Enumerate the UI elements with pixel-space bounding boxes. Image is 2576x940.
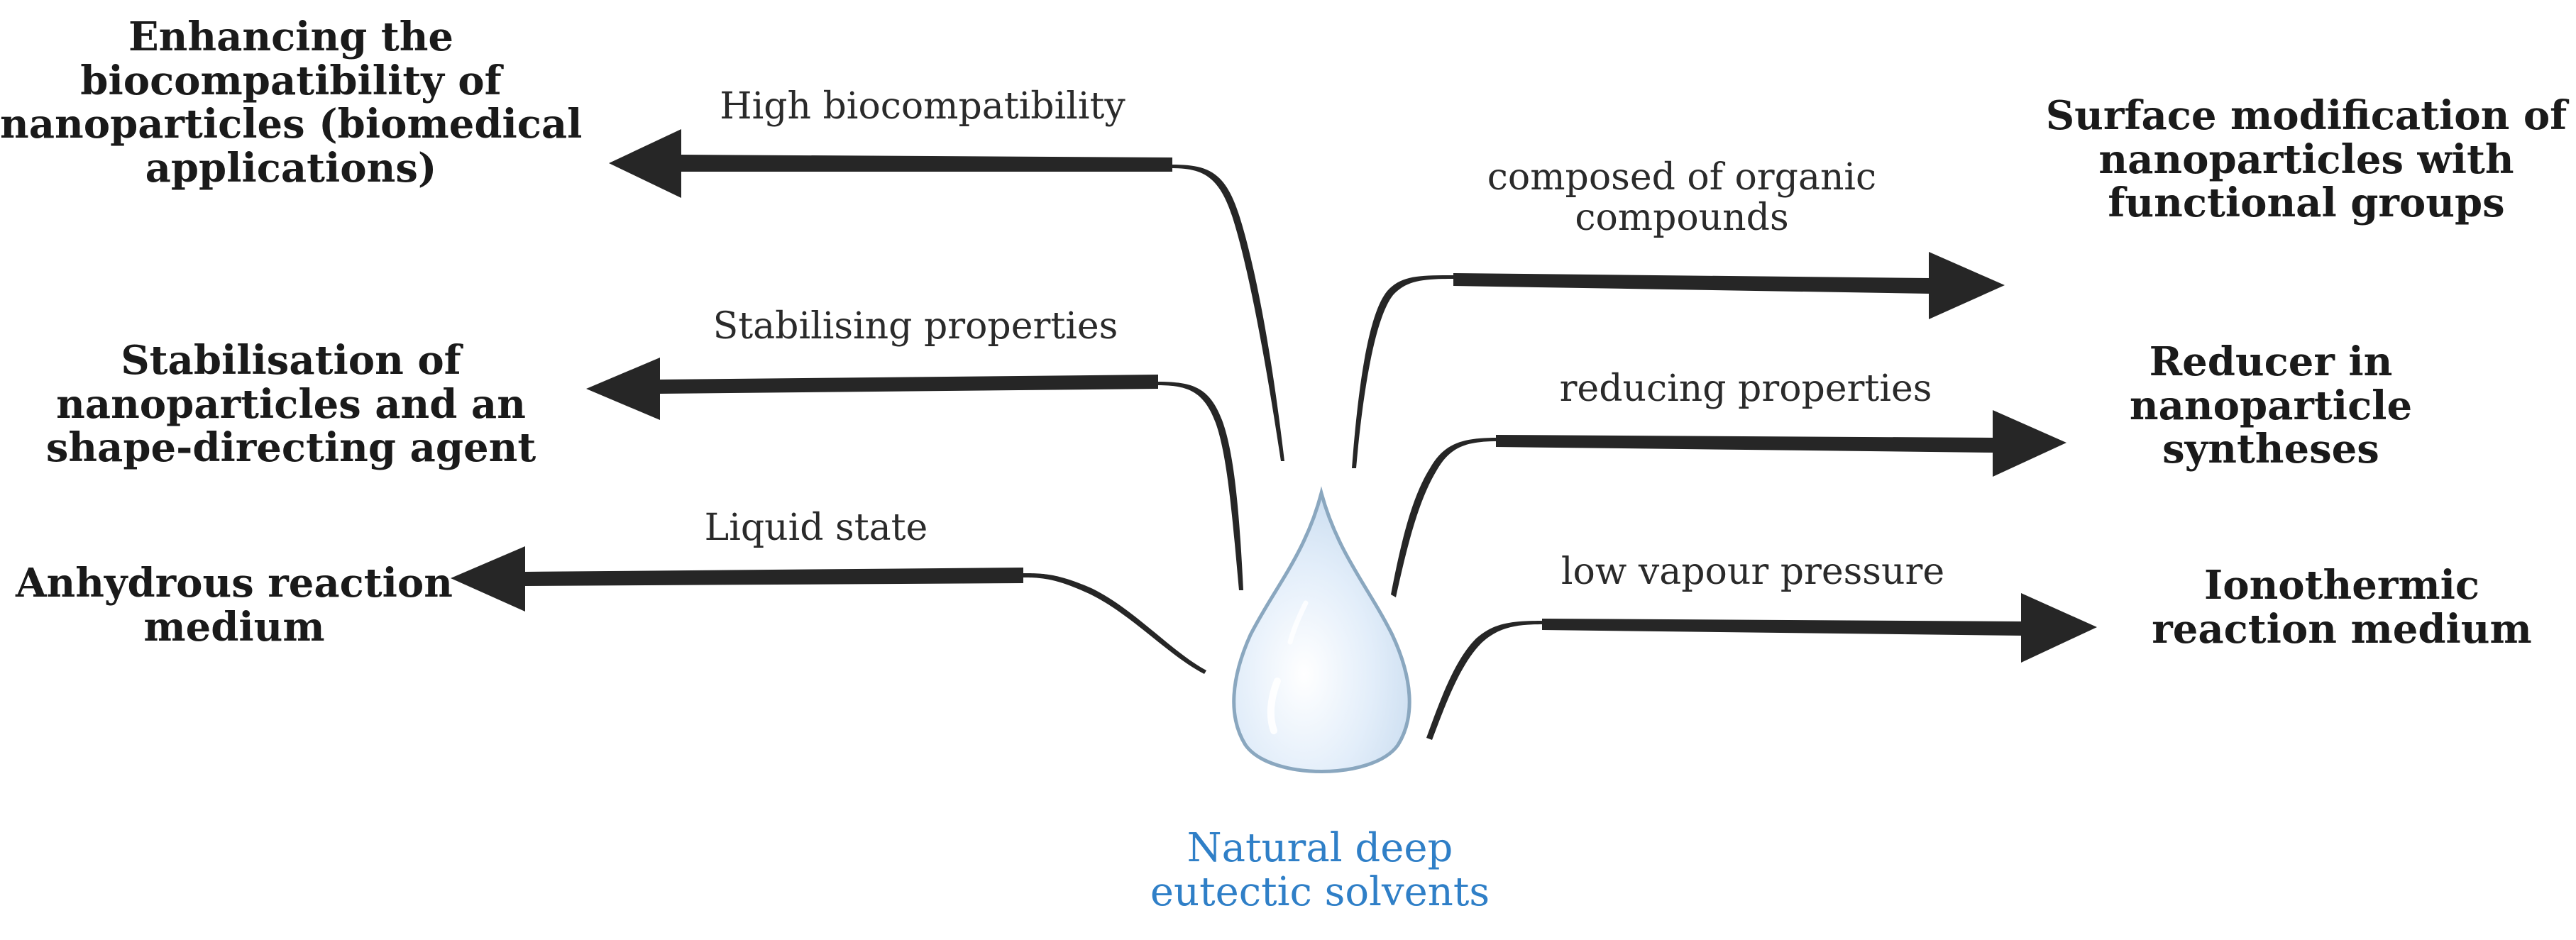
property-right-1-line-1: composed of organic: [1487, 156, 1877, 199]
right-arrow-1-head: [1929, 252, 2005, 319]
right-arrow-1-shaft: [1453, 273, 1930, 294]
outcome-left-3-line-2: medium: [143, 603, 325, 651]
center-label-line-2: eutectic solvents: [1150, 868, 1490, 915]
outcome-left-1-line-1: Enhancing the: [128, 13, 454, 60]
right-arrow-2-head: [1993, 410, 2066, 477]
left-arrow-1-shaft: [681, 155, 1172, 172]
outcome-right-2-line-1: Reducer in: [2149, 338, 2393, 385]
center-label-line-1: Natural deep: [1187, 825, 1453, 871]
right-arrow-3-head: [2021, 593, 2097, 663]
left-arrow-1-head: [609, 129, 681, 198]
droplet: [1232, 486, 1411, 773]
right-arrow-3: [1426, 593, 2097, 740]
droplet-highlight-top-icon: [1287, 600, 1309, 645]
outcome-left-2-line-3: shape-directing agent: [45, 424, 536, 472]
outcome-left-1: Enhancing the biocompatibility of nanopa…: [0, 13, 583, 192]
right-arrow-1: [1352, 252, 2005, 468]
right-arrow-1-connector: [1352, 275, 1455, 468]
outcome-left-2: Stabilisation of nanoparticles and an sh…: [43, 337, 539, 472]
right-arrow-3-shaft: [1542, 619, 2022, 636]
outcome-right-2: Reducer in nanoparticle syntheses: [2058, 338, 2484, 473]
outcome-left-1-line-2: biocompatibility of: [80, 57, 502, 104]
right-arrow-2: [1391, 410, 2066, 597]
droplet-icon: [1232, 486, 1411, 773]
outcome-right-2-line-2: nanoparticle: [2129, 382, 2413, 429]
left-arrow-3-shaft: [525, 568, 1023, 586]
property-right-2: reducing properties: [1559, 367, 1932, 410]
outcome-right-1-line-3: functional groups: [2108, 179, 2505, 227]
outcome-right-1-line-1: Surface modification of: [2045, 92, 2567, 139]
property-left-3: Liquid state: [704, 507, 928, 549]
left-arrow-1: [609, 129, 1284, 461]
property-left-2: Stabilising properties: [712, 305, 1118, 348]
left-arrow-2: [586, 358, 1243, 590]
left-arrow-1-connector: [1171, 165, 1284, 461]
left-arrow-3-head: [451, 546, 525, 612]
outcome-left-1-line-3: nanoparticles (biomedical: [0, 101, 583, 148]
outcome-left-2-line-2: nanoparticles and an: [56, 380, 526, 428]
outcome-left-2-line-1: Stabilisation of: [121, 337, 461, 384]
property-right-1-line-2: compounds: [1575, 197, 1789, 240]
right-arrow-2-shaft: [1496, 435, 1994, 453]
outcome-right-3-line-1: Ionothermic: [2204, 562, 2479, 609]
outcome-right-3: Ionothermic reaction medium: [2122, 562, 2562, 653]
property-right-1: composed of organic compounds: [1433, 157, 1930, 238]
left-arrow-3-connector: [1022, 573, 1206, 674]
property-right-3: low vapour pressure: [1561, 551, 1945, 593]
outcome-right-3-line-2: reaction medium: [2152, 605, 2532, 653]
outcome-left-3: Anhydrous reaction medium: [0, 560, 468, 651]
outcome-right-2-line-3: syntheses: [2162, 426, 2379, 473]
left-arrow-3: [451, 546, 1206, 674]
outcome-right-1: Surface modification of nanoparticles wi…: [2037, 94, 2576, 226]
outcome-left-1-line-4: applications): [145, 144, 437, 192]
outcome-left-3-line-1: Anhydrous reaction: [16, 560, 453, 607]
left-arrow-2-connector: [1157, 382, 1243, 590]
right-arrow-3-connector: [1426, 621, 1543, 740]
droplet-highlight-icon: [1267, 678, 1281, 734]
property-left-1: High biocompatibility: [720, 85, 1125, 128]
outcome-right-1-line-2: nanoparticles with: [2098, 136, 2514, 183]
center-label: Natural deep eutectic solvents: [1036, 826, 1604, 914]
left-arrow-2-head: [586, 358, 660, 420]
left-arrow-2-shaft: [660, 375, 1158, 394]
right-arrow-2-connector: [1391, 438, 1497, 597]
